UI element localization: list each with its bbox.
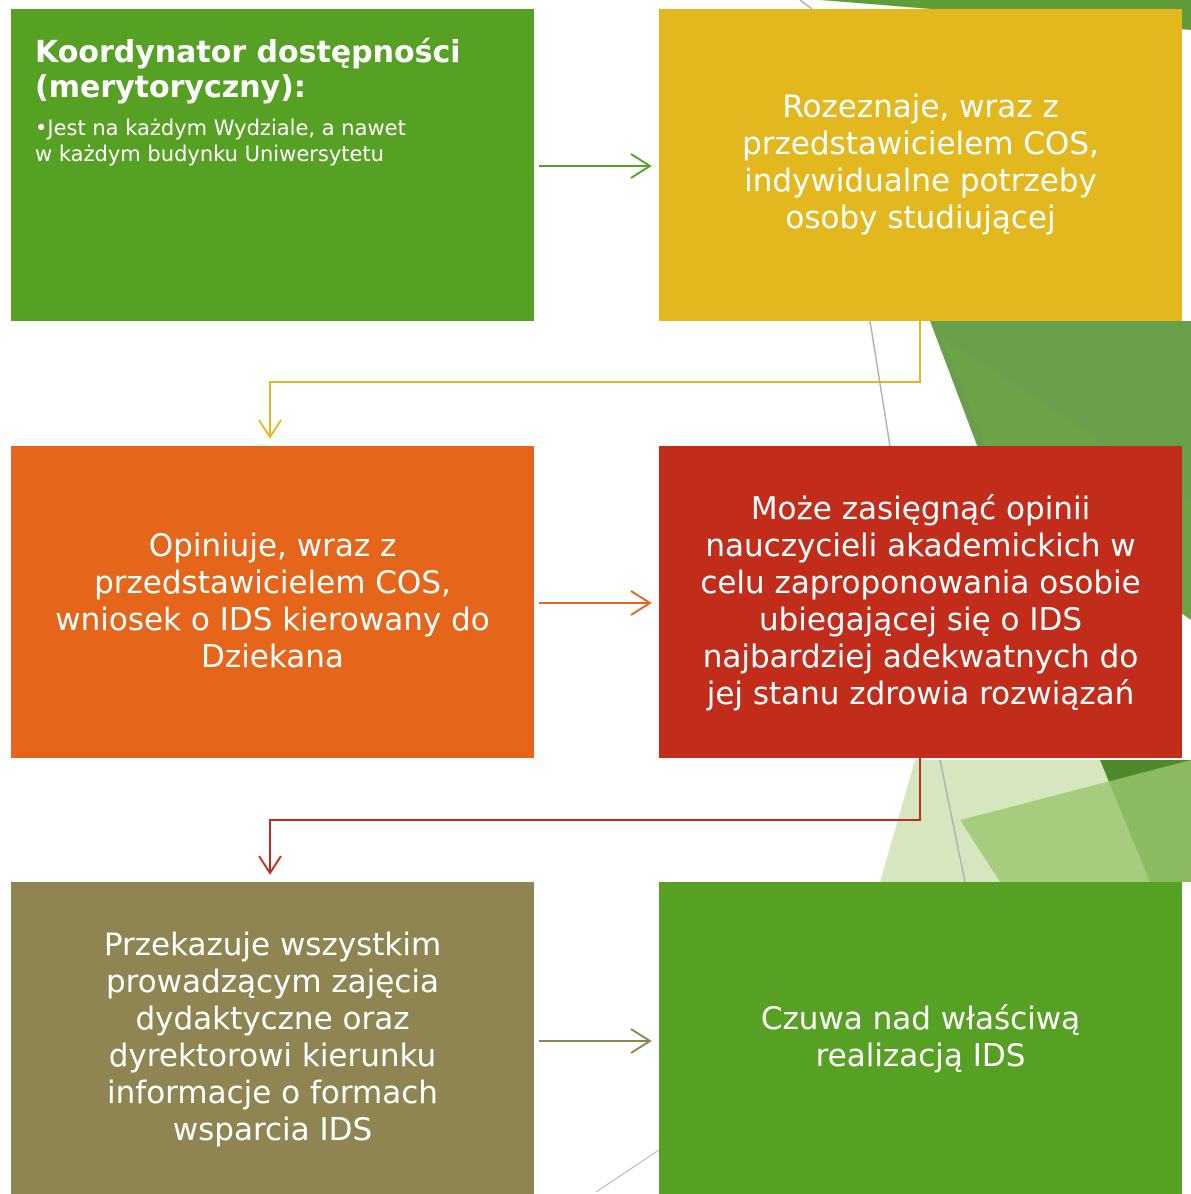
arrow-box1-to-box2 [539, 153, 652, 179]
box-opiniuje-text: Opiniuje, wraz z przedstawicielem COS, w… [55, 528, 490, 675]
deco-line-3 [799, 0, 813, 10]
box-przekazuje-text: Przekazuje wszystkim prowadzącym zajęcia… [103, 927, 442, 1148]
box-koordynator-heading: Koordynator dostępności (merytoryczny): [35, 35, 461, 105]
arrow-box2-to-box3 [258, 321, 921, 439]
deco-line-4 [595, 1149, 660, 1192]
box-koordynator: Koordynator dostępności (merytoryczny): … [11, 9, 534, 321]
arrow-box5-to-box6 [539, 1028, 652, 1054]
box-rozeznaje: Rozeznaje, wraz z przedstawicielem COS, … [659, 9, 1182, 321]
box-moze-zasiegnac-text: Może zasięgnąć opinii nauczycieli akadem… [700, 491, 1141, 712]
box-koordynator-bullet: •Jest na każdym Wydziale, a nawet w każd… [35, 116, 406, 166]
arrow-box4-to-box5 [258, 758, 921, 875]
box-opiniuje: Opiniuje, wraz z przedstawicielem COS, w… [11, 446, 534, 758]
box-rozeznaje-text: Rozeznaje, wraz z przedstawicielem COS, … [742, 89, 1099, 236]
box-moze-zasiegnac: Może zasięgnąć opinii nauczycieli akadem… [659, 446, 1182, 758]
arrow-box3-to-box4 [539, 590, 652, 616]
box-czuwa-text: Czuwa nad właściwą realizacją IDS [760, 1001, 1081, 1074]
deco-line-2 [939, 759, 966, 883]
deco-line-1 [869, 320, 891, 447]
box-czuwa: Czuwa nad właściwą realizacją IDS [659, 882, 1182, 1194]
deco-triangle-low-mid [960, 760, 1191, 882]
box-przekazuje: Przekazuje wszystkim prowadzącym zajęcia… [11, 882, 534, 1194]
